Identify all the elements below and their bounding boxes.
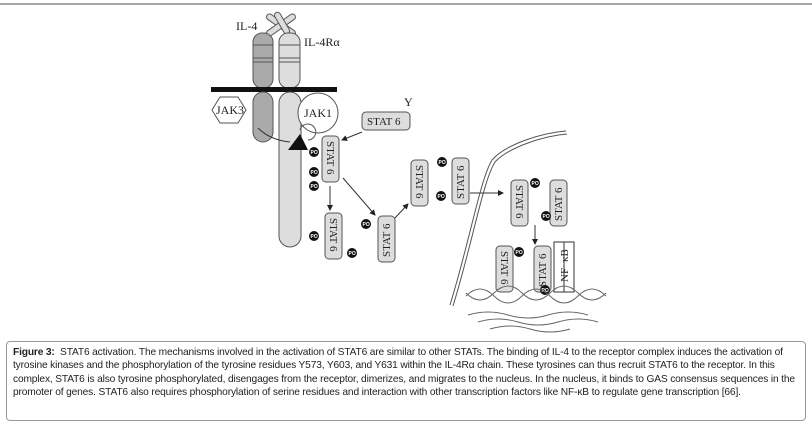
nuclear-envelope [449,130,568,307]
phosphate-icon [541,211,551,221]
tyrosine-label: Y [404,95,413,109]
stat6-label: STAT 6 [553,187,565,221]
stat6-box [324,212,343,260]
nfkb-nf-label: NF [559,268,571,282]
phosphate-label: PO [311,234,318,240]
phosphorylation-triangle [288,134,308,150]
stat6-box [377,215,396,263]
phosphate-label: PO [438,194,445,200]
caption-text: STAT6 activation. The mechanisms involve… [13,347,795,398]
caption-label: Figure 3: [13,347,55,358]
phosphate-icon [309,147,319,157]
stat6-molecules: STAT 6 STAT 6 STAT 6 STAT 6 STAT 6 STAT 6 STAT… [321,135,568,293]
phosphate-label: PO [516,250,523,256]
stat6-label: STAT 6 [537,253,549,287]
phosphate-icon [309,231,319,241]
jak1-circle [297,92,339,134]
il4ra-chain [278,91,302,248]
phosphate-label: PO [311,184,318,190]
figure-caption: Figure 3: STAT6 activation. The mechanis… [6,341,806,421]
stat6-box [510,179,529,227]
receptor-chains [252,32,301,89]
phosphate-label: PO [542,288,549,294]
phosphate-label: PO [311,170,318,176]
phosphate-icon [514,247,524,257]
stat6-box [549,179,568,227]
jak1-label: JAK1 [304,106,332,120]
stat6-free-label: STAT 6 [367,116,401,128]
phosphate-icon [540,285,550,295]
jak1-loop [299,123,317,141]
phosphate-label: PO [349,251,356,257]
phosphate-label: PO [311,150,318,156]
phosphate-icon [309,181,319,191]
il4ra-label: IL-4Rα [304,35,340,49]
phosphate-icon [361,219,371,229]
gamma-c-chain [252,91,274,143]
dna-strand [465,285,607,333]
jak3-arrow-line [257,127,291,143]
il4-label: IL-4 [236,19,257,33]
stat6-label: STAT 6 [327,218,339,252]
phosphate-icon [347,248,357,258]
stat6-label: STAT 6 [324,141,336,175]
jak3-hexagon [211,96,247,124]
phosphate-label: PO [543,214,550,220]
stat6-label: STAT 6 [455,165,467,199]
phosphate-icon [437,157,447,167]
stat6-label: STAT 6 [381,223,393,257]
stat6-box [410,159,429,207]
phosphate-label: PO [439,160,446,166]
phosphate-groups: PO PO PO PO PO PO PO PO PO PO PO PO [309,147,551,295]
stat6-label: STAT 6 [513,185,525,219]
pathway-arrows [327,177,538,245]
recruit-arrow [341,131,363,141]
jak3-label: JAK3 [216,103,244,117]
stat6-box [451,157,470,205]
stat6-label: STAT 6 [413,165,425,199]
phosphate-icon [309,167,319,177]
phosphate-label: PO [363,222,370,228]
stat6-label: STAT 6 [498,251,510,285]
il4-ligand [266,11,296,37]
phosphate-icon [436,191,446,201]
stat6-free [361,111,411,131]
cell-membrane [211,87,337,92]
phosphate-icon [530,178,540,188]
nfkb-kb-label: κB [559,249,571,262]
stat6-box [321,135,340,183]
stat6-box [495,245,514,293]
phosphate-label: PO [532,181,539,187]
